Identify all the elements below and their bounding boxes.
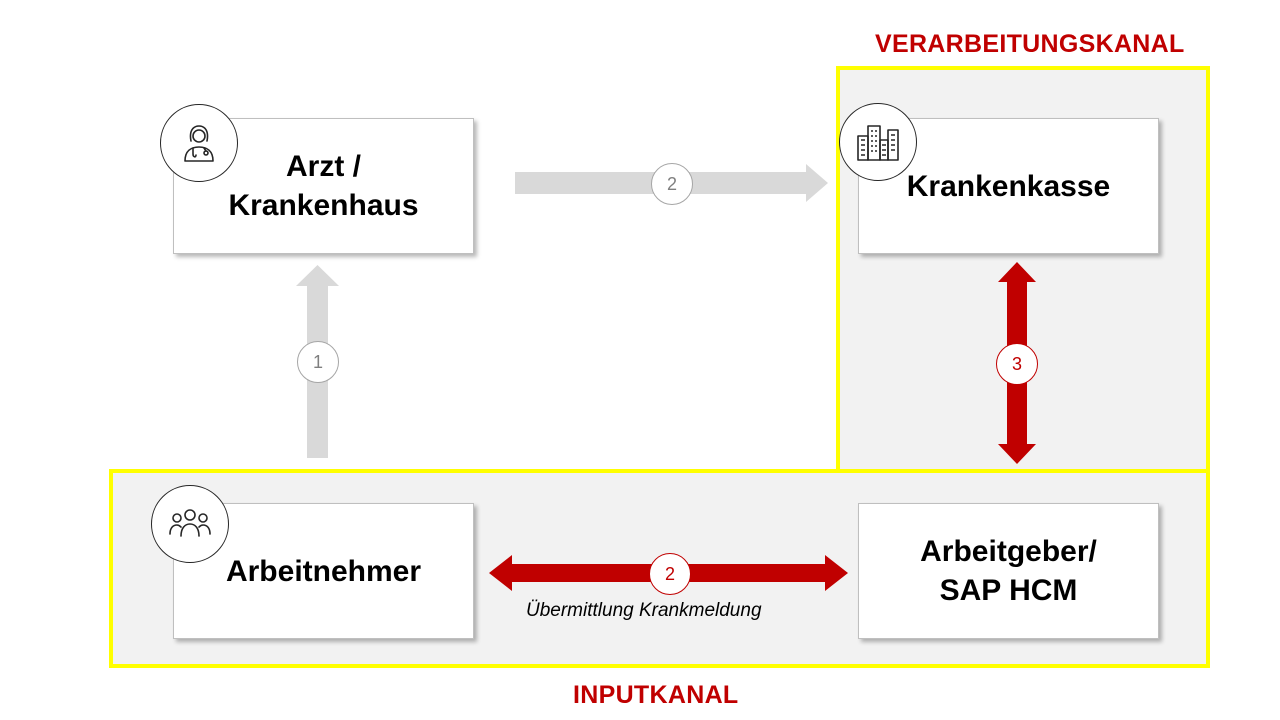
employer-label: Arbeitgeber/ SAP HCM [920, 535, 1097, 607]
employee-label: Arbeitnehmer [225, 554, 422, 588]
step-2-badge-bottom: 2 [649, 553, 691, 595]
people-group-icon [151, 485, 229, 563]
step-1-badge: 1 [297, 341, 339, 383]
sick-note-transmission-caption: Übermittlung Krankmeldung [526, 600, 762, 621]
health-insurance-label: Krankenkasse [906, 169, 1111, 203]
step-2-badge-top: 2 [651, 163, 693, 205]
office-buildings-icon [839, 103, 917, 181]
employer-box: Arbeitgeber/ SAP HCM [858, 503, 1159, 639]
doctor-hospital-label: Arzt / Krankenhaus [228, 150, 419, 222]
processing-channel-label: VERARBEITUNGSKANAL [875, 30, 1185, 58]
input-channel-label: INPUTKANAL [573, 681, 739, 709]
doctor-icon [160, 104, 238, 182]
step-3-badge: 3 [996, 343, 1038, 385]
